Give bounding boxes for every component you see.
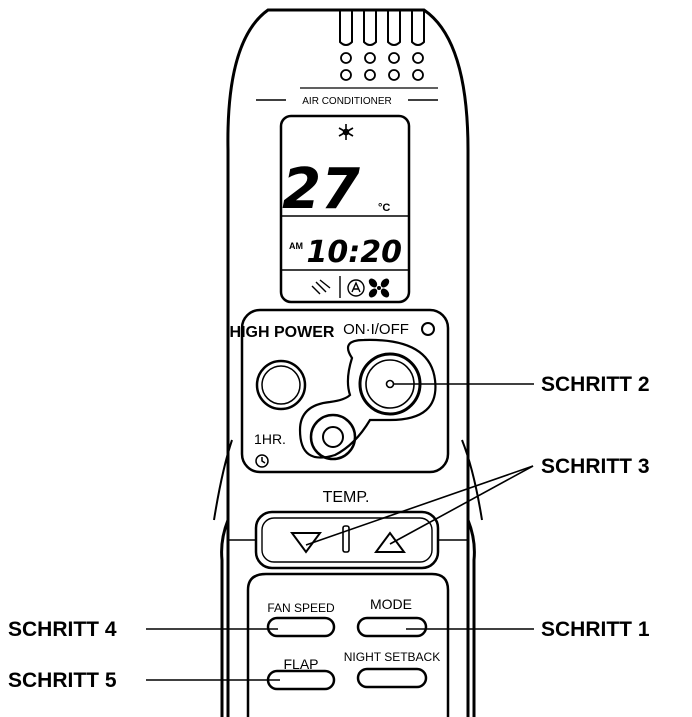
timer-label: 1HR.	[254, 431, 286, 447]
fan-speed-label: FAN SPEED	[267, 601, 335, 615]
remote-body	[213, 8, 483, 717]
clock-icon	[255, 454, 269, 468]
temperature-readout: 27	[282, 157, 360, 222]
temp-rocker-separator	[342, 525, 350, 553]
fan-speed-button[interactable]	[266, 616, 336, 638]
temp-up-button[interactable]	[374, 531, 406, 553]
brand-label: AIR CONDITIONER	[302, 96, 391, 107]
leader-step3-up	[389, 465, 534, 545]
callout-leaders	[146, 383, 534, 681]
temp-label: TEMP.	[323, 489, 370, 506]
leader-step3-down	[305, 465, 534, 546]
temp-rocker-inner	[261, 517, 433, 563]
callout-step1: SCHRITT 1	[541, 618, 650, 641]
flap-label: FLAP	[283, 656, 318, 672]
high-power-button[interactable]	[255, 359, 307, 411]
night-setback-button[interactable]	[356, 667, 428, 689]
vent-grille	[339, 10, 425, 46]
temp-down-button[interactable]	[290, 532, 322, 554]
mode-button[interactable]	[356, 616, 428, 638]
indicator-dots	[340, 52, 424, 81]
louver-swing-icon	[311, 279, 331, 295]
auto-mode-icon	[347, 279, 365, 297]
operation-lamp-icon	[421, 322, 435, 336]
mode-label: MODE	[370, 596, 412, 612]
power-button-surround	[298, 338, 437, 459]
callout-step3: SCHRITT 3	[541, 455, 650, 478]
temp-rocker	[254, 510, 440, 570]
callout-step4: SCHRITT 4	[8, 618, 117, 641]
svg-text:HIGH POWER: HIGH POWER	[230, 324, 335, 341]
callout-step2: SCHRITT 2	[541, 373, 650, 396]
timer-button[interactable]	[309, 413, 357, 461]
high-power-label: HIGH POWER	[230, 324, 335, 341]
button-panel	[240, 308, 450, 474]
temperature-unit: °C	[378, 202, 390, 214]
night-setback-label: NIGHT SETBACK	[344, 650, 440, 664]
snowflake-icon	[338, 124, 354, 140]
on-off-label: ON·I/OFF	[343, 321, 409, 338]
clock-readout: 10:20	[307, 235, 403, 270]
fan-icon	[368, 278, 390, 298]
time-period: AM	[289, 241, 303, 251]
callout-step5: SCHRITT 5	[8, 669, 117, 692]
lower-panel	[246, 572, 450, 717]
lcd-display	[279, 114, 411, 304]
